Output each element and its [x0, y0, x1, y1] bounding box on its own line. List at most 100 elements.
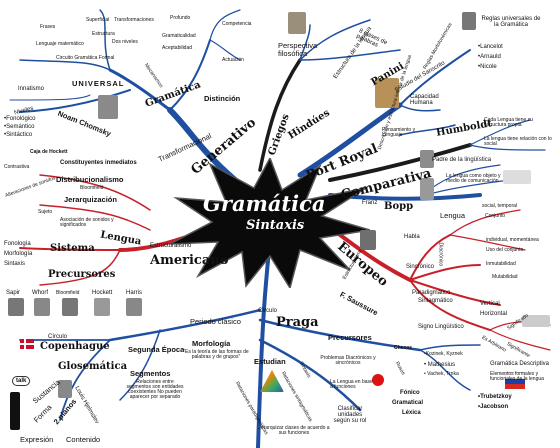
- label-fonologico: •Fonológico: [4, 116, 36, 122]
- denmark-flag-icon: [20, 339, 34, 349]
- label-segmentos-desc: Relaciones entre segmentos son entidades…: [126, 379, 184, 400]
- label-whorf: Whorf: [32, 290, 49, 296]
- hjelmslev-portrait: [58, 380, 72, 398]
- central-subtitle: Sintaxis: [246, 218, 305, 233]
- label-paradigmatico: Paradigmático: [412, 290, 451, 296]
- label-trubetzkoy: •Trubetzkoy: [478, 394, 512, 400]
- label-reglas-universales: Reglas universales de la Gramática: [481, 16, 541, 28]
- label-lancelot: •Lancelot: [478, 44, 503, 50]
- label-lenguaje-matematico: Lenguaje matemático: [36, 41, 84, 47]
- label-sintagmatico: Sintagmático: [418, 298, 453, 304]
- label-uso-conjunto: Uso del conjunto: [486, 247, 524, 253]
- label-checos-names: •Kozinek, Kyznek: [424, 351, 463, 357]
- silhouette-image: [10, 392, 20, 430]
- label-contenido: Contenido: [66, 435, 101, 444]
- label-actuacion: Actuación: [222, 57, 244, 63]
- label-lengua-relacion: La lengua tiene relación con lo social: [484, 136, 552, 147]
- label-morfologia-desc: "Es la teoría de las formas de palabras …: [183, 349, 249, 360]
- label-americano: Americano: [150, 253, 229, 268]
- label-segunda-epoca: Segunda Época: [128, 345, 185, 354]
- label-cada-lengua: Cada Lengua tiene su estructura propia: [484, 117, 533, 128]
- label-universal: UNIVERSAL: [72, 79, 125, 88]
- label-gramatica-descriptiva: Gramática Descriptiva: [490, 361, 550, 367]
- label-innatismo: Innatismo: [18, 86, 45, 92]
- label-jerarquizacion: Jerarquización: [64, 195, 117, 204]
- label-mathesius: • Mathesius: [424, 362, 456, 368]
- label-habla: Habla: [404, 234, 420, 240]
- label-precursores-americano: Precursores: [48, 269, 116, 280]
- label-vertical: Vertical: [480, 301, 500, 307]
- label-padre-linguistica: Padre de la lingüística: [432, 157, 492, 163]
- saussure-portrait: [360, 230, 376, 250]
- label-aceptabilidad: Aceptabilidad: [162, 45, 193, 51]
- lancelot-portrait: [462, 12, 476, 30]
- label-sapir: Sapir: [6, 290, 21, 296]
- label-superficial: Superficial: [86, 17, 110, 23]
- label-gramaticalidad: Gramaticalidad: [162, 33, 196, 39]
- label-constituyentes: Constituyentes inmediatos: [60, 160, 137, 166]
- label-segmentos: Segmentos: [130, 369, 171, 378]
- label-sujeto: Sujeto: [38, 209, 53, 215]
- label-semantico: •Semántico: [4, 124, 35, 130]
- label-caja-hockett: Caja de Hockett: [30, 149, 68, 155]
- label-sincronico: Sincrónico: [406, 264, 435, 270]
- sapir-portrait: [8, 298, 24, 316]
- label-mutabilidad: Mutabilidad: [492, 274, 518, 280]
- label-perspectiva: Perspectiva filosófica: [278, 41, 318, 58]
- label-capacidad-humana: Capacidad Humana: [410, 94, 439, 106]
- label-gramatical: Gramatical: [392, 400, 424, 406]
- whorf-portrait: [34, 298, 50, 316]
- label-estudian: Estudian: [254, 357, 286, 366]
- russia-flag-icon: [505, 372, 525, 389]
- label-harris: Harris: [126, 290, 142, 296]
- label-fonologia: Fonología: [4, 241, 31, 247]
- mouth-logo-image: [372, 374, 384, 386]
- label-problemas: Problemas Diacrónicos y sincrónicos: [320, 355, 376, 366]
- label-bopp: Bopp: [384, 201, 414, 212]
- bloomfield-portrait: [62, 298, 78, 316]
- label-jacobson: •Jacobson: [478, 404, 509, 410]
- harris-portrait: [126, 298, 142, 316]
- label-expresion: Expresión: [20, 435, 54, 444]
- hockett-portrait: [94, 298, 110, 316]
- label-competencia: Competencia: [222, 21, 252, 27]
- bicycle-image: [522, 315, 550, 327]
- label-copenhague: Copenhague: [40, 341, 110, 352]
- central-title: Gramática: [203, 191, 326, 216]
- bopp-portrait: [420, 178, 434, 200]
- central-star: [170, 158, 370, 288]
- label-clasificar: Clasificar unidades según su rol: [333, 406, 367, 424]
- label-social: social, temporal: [482, 203, 518, 209]
- label-lengua-objeto: La lengua como objeto y medio de comunic…: [446, 173, 501, 184]
- label-transformaciones: Transformaciones: [114, 17, 154, 23]
- label-checos: Checos: [394, 345, 413, 351]
- label-estructuralismo-americano: Estructuralismo: [150, 243, 192, 249]
- label-morfologia: Morfología: [4, 251, 33, 257]
- label-jerarquizar: Jerarquizar clases de acuerdo a sus func…: [258, 425, 330, 436]
- label-bloomfield-portrait: Bloomfield: [56, 290, 80, 296]
- computer-image: [503, 170, 531, 184]
- label-inmutabilidad: Inmutabilidad: [486, 261, 516, 267]
- label-contrastiva: Contrastiva: [4, 164, 30, 170]
- talk-bubble: talk: [12, 376, 31, 386]
- label-sintactico: •Sintáctico: [4, 132, 33, 138]
- label-precursores-praga: Precursores: [328, 333, 372, 342]
- label-morfologia-praga: Morfología: [192, 339, 231, 348]
- label-dos-niveles: Dos niveles: [112, 39, 138, 45]
- label-lengua-funciones: La Lengua en base a funciones: [330, 379, 373, 390]
- label-lexica: Léxica: [402, 410, 421, 416]
- panini-image: [375, 78, 399, 108]
- label-signo-linguistico: Signo Lingüístico: [418, 324, 464, 330]
- label-horizontal: Horizontal: [480, 311, 508, 317]
- label-periodo-clasico: Periodo clásico: [190, 317, 241, 326]
- chomsky-portrait: [98, 95, 118, 119]
- label-estructura: Estructura: [92, 31, 115, 37]
- label-conjunto: Conjunto: [485, 213, 506, 219]
- humboldt-portrait: [420, 150, 434, 168]
- label-arnauld: •Arnauld: [478, 54, 501, 60]
- branch-generativo: [167, 107, 238, 183]
- label-pensamiento: Pensamiento y Lenguaje: [382, 127, 416, 138]
- label-praga: Praga: [276, 315, 319, 330]
